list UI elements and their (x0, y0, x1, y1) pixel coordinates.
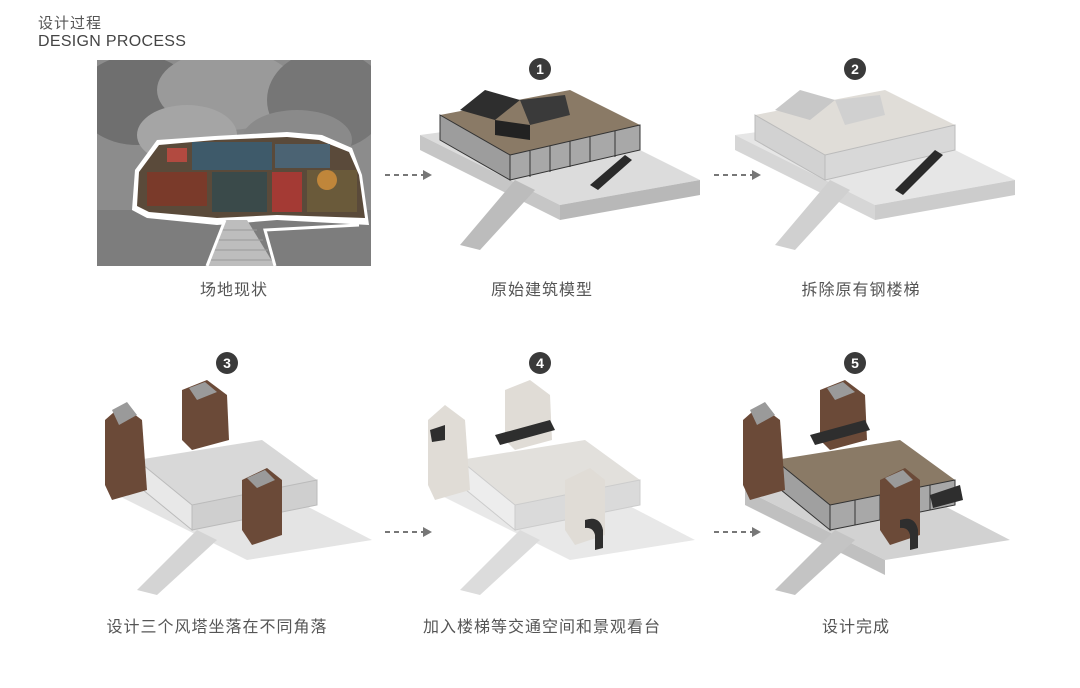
step-number-badge: 1 (529, 58, 551, 80)
caption-remove-stair: 拆除原有钢楼梯 (801, 282, 921, 299)
caption-complete: 设计完成 (821, 619, 890, 636)
model-remove-stair (735, 85, 1015, 250)
caption-original-model: 原始建筑模型 (490, 282, 593, 299)
caption-site: 场地现状 (199, 282, 268, 299)
arrow-icon (385, 527, 432, 537)
step-number-badge: 2 (844, 58, 866, 80)
step-number-badge: 3 (216, 352, 238, 374)
step-number-badge: 5 (844, 352, 866, 374)
model-stairs (420, 380, 700, 600)
title-cn: 设计过程 (38, 15, 103, 32)
title-en: DESIGN PROCESS (38, 33, 187, 50)
caption-wind-towers: 设计三个风塔坐落在不同角落 (106, 619, 328, 636)
arrow-icon (385, 170, 432, 180)
caption-stairs: 加入楼梯等交通空间和景观看台 (422, 619, 661, 636)
step-number-badge: 4 (529, 352, 551, 374)
arrow-icon (714, 170, 761, 180)
arrow-icon (714, 527, 761, 537)
site-photo (97, 60, 371, 266)
model-complete (735, 380, 1015, 600)
model-original (420, 85, 700, 250)
model-wind-towers (97, 380, 377, 600)
